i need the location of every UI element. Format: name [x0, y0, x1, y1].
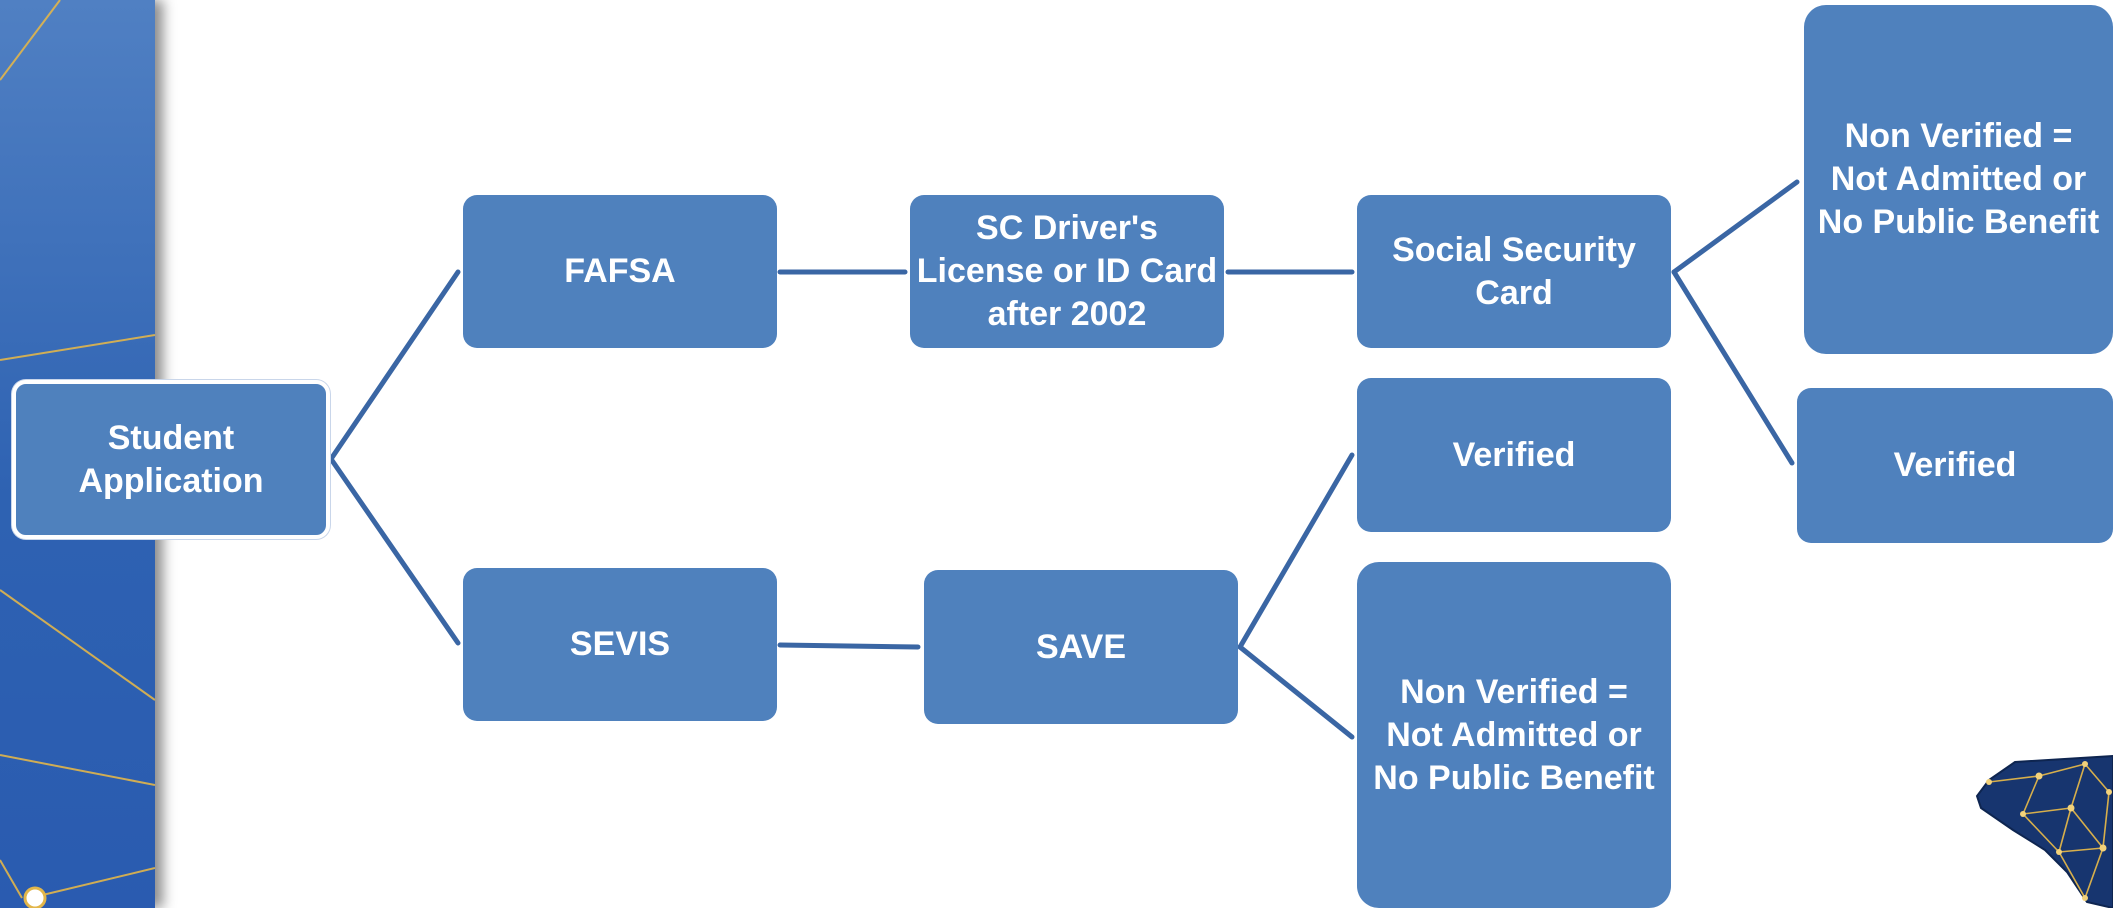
node-save: SAVE — [924, 570, 1238, 724]
edge-ssc-nonverified — [1671, 179, 1800, 275]
node-non-verified-save: Non Verified = Not Admitted or No Public… — [1357, 562, 1671, 908]
south-carolina-map-icon — [1975, 754, 2113, 908]
node-non-verified-ssc: Non Verified = Not Admitted or No Public… — [1804, 5, 2113, 354]
edge-save-nonverified — [1237, 644, 1355, 740]
edge-sevis-save — [777, 642, 921, 650]
node-verified-save: Verified — [1357, 378, 1671, 532]
node-fafsa: FAFSA — [463, 195, 777, 348]
node-verified-ssc: Verified — [1797, 388, 2113, 543]
node-social-security-card: Social Security Card — [1357, 195, 1671, 348]
node-sevis: SEVIS — [463, 568, 777, 721]
edge-student-sevis — [328, 456, 461, 646]
node-sc-drivers-license: SC Driver's License or ID Card after 200… — [910, 195, 1224, 348]
node-student-application: Student Application — [12, 380, 330, 539]
edge-ssc-verified — [1671, 269, 1795, 466]
constellation-lines-icon — [0, 0, 155, 908]
edge-student-fafsa — [328, 269, 461, 462]
edge-save-verified — [1237, 452, 1355, 650]
